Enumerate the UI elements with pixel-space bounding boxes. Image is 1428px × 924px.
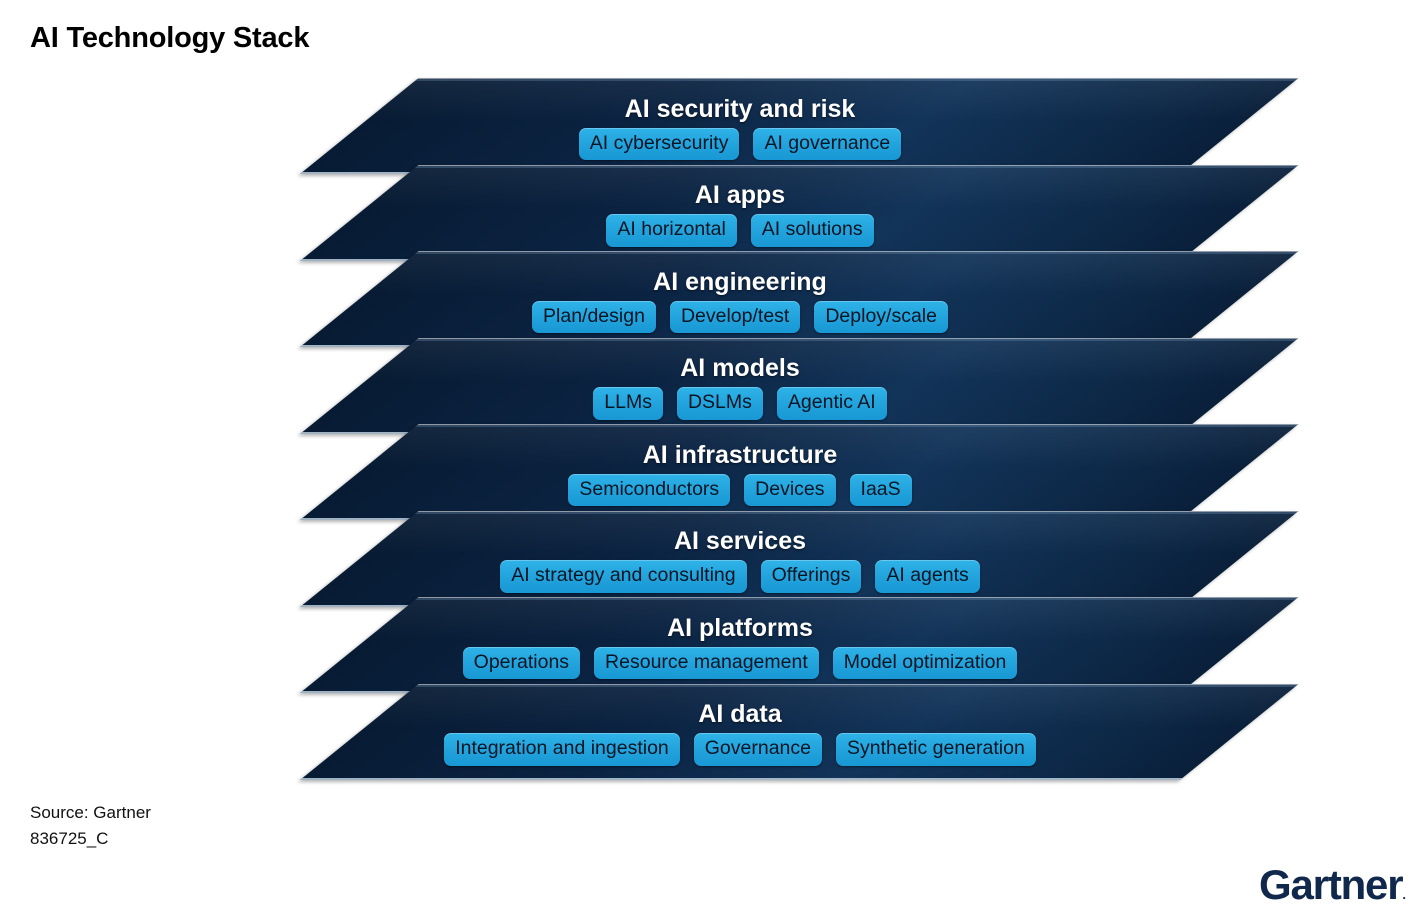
source-label: Source: Gartner xyxy=(30,803,151,822)
layer-title-ai-engineering: AI engineering xyxy=(653,267,827,296)
layer-chip-row-ai-models: LLMs DSLMs Agentic AI xyxy=(593,387,887,420)
layer-chip-row-ai-data: Integration and ingestion Governance Synth… xyxy=(444,733,1036,766)
layer-title-ai-services: AI services xyxy=(673,527,807,556)
gartner-wordmark: Gartner xyxy=(1259,861,1404,908)
chip-resource-management[interactable]: Resource management xyxy=(594,646,819,680)
layer-title-ai-models: AI models xyxy=(680,354,800,383)
chip-deploy-scale[interactable]: Deploy/scale xyxy=(814,300,948,334)
page-title: AI Technology Stack xyxy=(30,22,310,54)
registered-trademark-icon: . xyxy=(1402,887,1406,902)
layer-title-ai-security-and-risk: AI security and risk xyxy=(624,94,856,123)
chip-offerings[interactable]: Offerings xyxy=(760,560,862,593)
chip-model-optimization[interactable]: Model optimization xyxy=(832,646,1018,680)
chip-synthetic-generation[interactable]: Synthetic generation xyxy=(836,733,1036,766)
layer-chip-row-ai-engineering: Plan/design Develop/test Deploy/scale xyxy=(532,300,948,334)
chip-plan-design[interactable]: Plan/design xyxy=(532,300,656,334)
layer-chip-row-ai-apps: AI horizontal AI solutions xyxy=(606,214,874,247)
chip-integration-and-ingestion[interactable]: Integration and ingestion xyxy=(444,733,680,766)
layer-content-ai-apps: AI apps AI horizontal AI solutions xyxy=(300,165,1180,261)
chip-ai-governance[interactable]: AI governance xyxy=(753,127,902,161)
layer-content-ai-security-and-risk: AI security and risk AI cybersecurity AI g… xyxy=(300,78,1180,174)
layer-chip-row-ai-platforms: Operations Resource management Model optim… xyxy=(462,646,1018,680)
chip-ai-horizontal[interactable]: AI horizontal xyxy=(606,214,737,247)
ai-technology-stack-diagram: AI security and risk AI cybersecurity AI g… xyxy=(0,78,1428,794)
layer-title-ai-platforms: AI platforms xyxy=(667,613,813,642)
layer-chip-row-ai-services: AI strategy and consulting Offerings AI ag… xyxy=(500,560,980,593)
chip-devices[interactable]: Devices xyxy=(744,473,836,507)
source-note: Source: Gartner 836725_C xyxy=(30,800,151,853)
layer-chip-row-ai-security-and-risk: AI cybersecurity AI governance xyxy=(578,127,902,161)
chip-semiconductors[interactable]: Semiconductors xyxy=(568,473,731,507)
chip-operations[interactable]: Operations xyxy=(462,646,581,680)
layer-title-ai-apps: AI apps xyxy=(694,181,786,210)
chip-ai-solutions[interactable]: AI solutions xyxy=(750,214,874,247)
layer-title-ai-data: AI data xyxy=(698,700,782,729)
chip-agentic-ai[interactable]: Agentic AI xyxy=(776,387,887,420)
chip-ai-strategy-and-consulting[interactable]: AI strategy and consulting xyxy=(500,560,747,593)
chip-develop-test[interactable]: Develop/test xyxy=(669,300,801,334)
chip-llms[interactable]: LLMs xyxy=(593,387,663,420)
stack-layer-ai-security-and-risk[interactable]: AI security and risk AI cybersecurity AI g… xyxy=(300,78,1299,174)
chip-governance[interactable]: Governance xyxy=(693,733,822,766)
chip-iaas[interactable]: IaaS xyxy=(849,473,912,507)
chip-dslms[interactable]: DSLMs xyxy=(676,387,763,420)
stack-layer-ai-services[interactable]: AI services AI strategy and consulting Off… xyxy=(300,510,1299,607)
document-id: 836725_C xyxy=(30,829,109,849)
layer-content-ai-services: AI services AI strategy and consulting Off… xyxy=(300,511,1180,607)
chip-ai-cybersecurity[interactable]: AI cybersecurity xyxy=(578,127,740,161)
chip-ai-agents[interactable]: AI agents xyxy=(875,560,980,593)
gartner-logo: Gartner. xyxy=(1259,864,1406,906)
stack-layer-ai-apps[interactable]: AI apps AI horizontal AI solutions xyxy=(300,164,1299,261)
layer-chip-row-ai-infrastructure: Semiconductors Devices IaaS xyxy=(568,473,912,507)
layer-title-ai-infrastructure: AI infrastructure xyxy=(642,440,838,469)
